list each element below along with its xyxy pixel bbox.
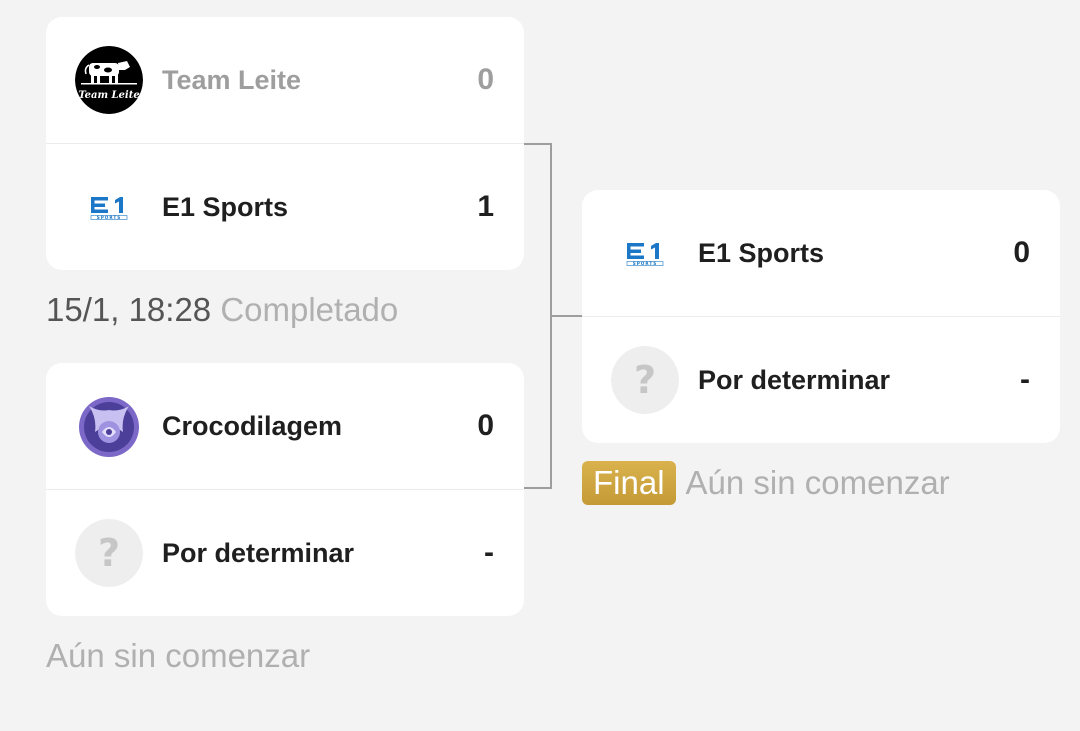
team-name: E1 Sports (698, 238, 825, 268)
final-match-status: Aún sin comenzar (685, 464, 950, 501)
match-1-team-1-row[interactable]: Team Leite Team Leite 0 (46, 17, 524, 143)
match-1-team-2-row[interactable]: SPORTS E1 Sports 1 (46, 143, 524, 269)
match-card-2[interactable]: Crocodilagem 0 ? Por determinar - (46, 363, 524, 616)
crocodilagem-logo (75, 392, 143, 460)
match-card-1[interactable]: Team Leite Team Leite 0 SPORTS E1 Sports (46, 17, 524, 270)
team-leite-logo-text: Team Leite (78, 90, 139, 101)
svg-text:SPORTS: SPORTS (97, 215, 122, 220)
question-mark-icon: ? (75, 519, 143, 587)
match-2-meta: Aún sin comenzar (46, 636, 310, 676)
team-score: - (484, 536, 494, 569)
final-team-2-row[interactable]: ? Por determinar - (582, 316, 1060, 442)
final-team-1-row[interactable]: SPORTS E1 Sports 0 (582, 190, 1060, 316)
question-mark-icon: ? (611, 346, 679, 414)
team-score: 0 (477, 409, 494, 442)
match-2-status: Aún sin comenzar (46, 637, 311, 674)
team-name: Crocodilagem (162, 411, 343, 441)
e1-sports-logo: SPORTS (611, 219, 679, 287)
svg-text:?: ? (98, 531, 120, 575)
team-name: Por determinar (698, 365, 891, 395)
match-1-status: Completado (220, 291, 399, 328)
bracket-connector-line (552, 315, 582, 317)
final-badge: Final (582, 461, 676, 505)
team-name: Team Leite (162, 65, 302, 95)
svg-text:SPORTS: SPORTS (633, 261, 658, 266)
match-2-team-1-row[interactable]: Crocodilagem 0 (46, 363, 524, 489)
svg-text:?: ? (634, 358, 656, 402)
bracket-connector (524, 143, 552, 489)
match-1-meta: 15/1, 18:28 Completado (46, 290, 398, 330)
e1-sports-logo: SPORTS (75, 173, 143, 241)
team-score: 1 (477, 190, 494, 223)
match-2-team-2-row[interactable]: ? Por determinar - (46, 489, 524, 615)
team-score: 0 (477, 63, 494, 96)
match-1-datetime: 15/1, 18:28 (46, 291, 212, 328)
team-score: - (1020, 363, 1030, 396)
team-leite-logo: Team Leite (75, 46, 143, 114)
final-match-card[interactable]: SPORTS E1 Sports 0 ? Por determinar - (582, 190, 1060, 443)
team-score: 0 (1013, 236, 1030, 269)
team-name: Por determinar (162, 538, 355, 568)
team-name: E1 Sports (162, 192, 289, 222)
